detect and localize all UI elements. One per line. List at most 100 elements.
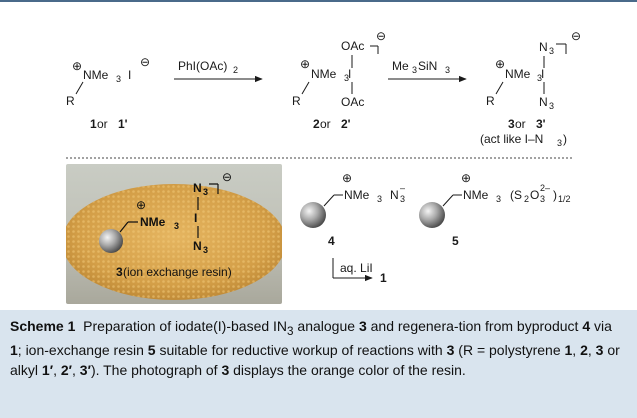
reagent-2-sin: SiN — [418, 59, 437, 73]
label-or-3: or — [515, 117, 526, 131]
r-group-2: R — [292, 94, 301, 108]
nme3-subscript: 3 — [116, 74, 121, 84]
caption-compound-ref: 1′ — [41, 361, 54, 378]
oac-bottom: OAc — [341, 95, 364, 109]
thio-sub-1: 2 — [524, 194, 529, 204]
reagent-2-sub2: 3 — [445, 65, 450, 75]
caption-text-11: , — [53, 361, 61, 378]
nme3-text-3: NMe — [505, 67, 531, 81]
bond-line — [119, 221, 129, 233]
caption-text-3: and regenera-tion from byproduct — [366, 318, 583, 334]
azide-sub: 3 — [400, 194, 405, 204]
label-or-2: or — [320, 117, 331, 131]
bond-line — [442, 194, 454, 207]
anion-charge-3: ⊖ — [571, 29, 581, 43]
label-1-prime: 1' — [118, 117, 128, 131]
n3-top-sub: 3 — [549, 46, 554, 56]
thio-charge: 2– — [540, 183, 550, 193]
r-group-3: R — [486, 94, 495, 108]
caption-compound-ref: 1 — [10, 342, 18, 359]
caption-text-10: or alkyl — [10, 342, 620, 378]
iodine-center-2: I — [348, 67, 351, 81]
nme3-subscript-3: 3 — [537, 73, 542, 83]
caption-compound-ref: 4 — [582, 318, 591, 334]
photo-label-text: (ion exchange resin) — [123, 265, 232, 279]
caption-title: Scheme 1 — [10, 318, 76, 334]
caption-text-1: Preparation of iodate(I)-based IN — [83, 318, 288, 334]
resin-photograph: ⊕ NMe 3 N 3 ⊖ I N 3 3 (ion exchange resi… — [66, 164, 282, 304]
bond-line — [75, 81, 84, 95]
photo-n3-top: N — [193, 181, 202, 195]
compound-1-structure: ⊕ NMe 3 R I ⊖ — [66, 55, 150, 108]
act-like-text: (act like I–N — [480, 132, 543, 146]
n3-bottom: N — [539, 95, 548, 109]
nme3-text-4: NMe — [344, 188, 370, 202]
photo-drawing: ⊕ NMe 3 N 3 ⊖ I N 3 3 (ion exchange resi… — [66, 164, 282, 304]
thio-half: 1/2 — [558, 194, 571, 204]
cation-charge-3: ⊕ — [495, 57, 505, 71]
label-or-1: or — [97, 117, 108, 131]
reaction-scheme: ⊕ NMe 3 R I ⊖ 1 or 1' PhI(OAc) 2 OAc ⊖ ⊕… — [0, 0, 637, 305]
compound-1-label: 1 or 1' — [90, 117, 128, 131]
reagent-1-subscript: 2 — [233, 65, 238, 75]
oac-top: OAc — [341, 39, 364, 53]
label-3: 3 — [508, 117, 515, 131]
label-4: 4 — [328, 234, 335, 248]
caption-text-2: analogue — [293, 318, 359, 334]
compound-5-structure: ⊕ NMe 3 (S 2 O 3 2– ) 1/2 5 — [419, 171, 571, 248]
resin-bead-5 — [419, 202, 445, 228]
caption-text-13: ). The photograph of — [90, 361, 222, 378]
photo-n3-top-sub: 3 — [203, 187, 208, 197]
cation-charge-4: ⊕ — [342, 171, 352, 185]
nme3-text-2: NMe — [311, 67, 337, 81]
photo-cation-charge: ⊕ — [136, 198, 146, 212]
n3-bottom-sub: 3 — [549, 101, 554, 111]
label-3-prime: 3' — [536, 117, 546, 131]
act-like-sub: 3 — [557, 138, 562, 148]
caption-compound-ref: 3′ — [79, 361, 91, 378]
compound-4-structure: ⊕ NMe 3 N 3 – 4 — [300, 171, 405, 248]
label-5: 5 — [452, 234, 459, 248]
caption-compound-ref: 3 — [358, 318, 367, 334]
photo-iodine: I — [194, 211, 197, 225]
caption-compound-ref: 2 — [580, 342, 588, 359]
bond-line — [323, 194, 335, 207]
caption-compound-ref: 5 — [147, 342, 156, 359]
label-2-prime: 2' — [341, 117, 351, 131]
reagent-2-sub1: 3 — [412, 65, 417, 75]
compound-2-label: 2 or 2' — [313, 117, 351, 131]
caption-text-14: displays the orange color of the resin. — [229, 361, 466, 378]
azide-anion: N — [390, 188, 399, 202]
caption-text-5: ; ion-exchange resin — [17, 342, 148, 359]
photo-label-number: 3 — [116, 265, 123, 279]
photo-n3-bottom: N — [193, 239, 202, 253]
thiosulfate-open: (S — [510, 188, 522, 202]
caption-compound-ref: 3 — [221, 361, 230, 378]
caption-compound-ref: 1 — [564, 342, 573, 359]
compound-2-structure: OAc ⊖ ⊕ NMe 3 I R OAc — [292, 29, 386, 109]
thio-sub-2: 3 — [540, 194, 545, 204]
resin-bead-photo — [99, 229, 123, 253]
compound-3-label: 3 or 3' (act like I–N 3 ) — [480, 117, 567, 148]
caption-text-8: , — [572, 342, 581, 359]
nme3-subscript-2: 3 — [344, 73, 349, 83]
compound-3-structure: N 3 ⊖ ⊕ NMe 3 I R N 3 — [486, 29, 581, 111]
bond-line — [495, 81, 504, 95]
scheme-caption: Scheme 1 Preparation of iodate(I)-based … — [0, 310, 637, 418]
photo-anion-charge: ⊖ — [222, 170, 232, 184]
anion-charge-2: ⊖ — [376, 29, 386, 43]
thio-close: ) — [553, 188, 557, 202]
caption-compound-ref: 3 — [595, 342, 604, 359]
caption-compound-ref: 3 — [446, 342, 455, 359]
photo-nme3: NMe — [140, 215, 166, 229]
iodide-anion: I — [128, 68, 131, 82]
nme3-text-5: NMe — [463, 188, 489, 202]
anion-charge: ⊖ — [140, 55, 150, 69]
caption-text-6: suitable for reductive workup of reactio… — [155, 342, 447, 359]
azide-charge: – — [400, 183, 405, 193]
scheme-drawing: ⊕ NMe 3 R I ⊖ 1 or 1' PhI(OAc) 2 OAc ⊖ ⊕… — [66, 29, 581, 285]
n3-top: N — [539, 40, 548, 54]
nme3-subscript-5: 3 — [496, 194, 501, 204]
regeneration-arrow: aq. LiI 1 — [332, 258, 387, 285]
resin-grains — [66, 184, 282, 300]
